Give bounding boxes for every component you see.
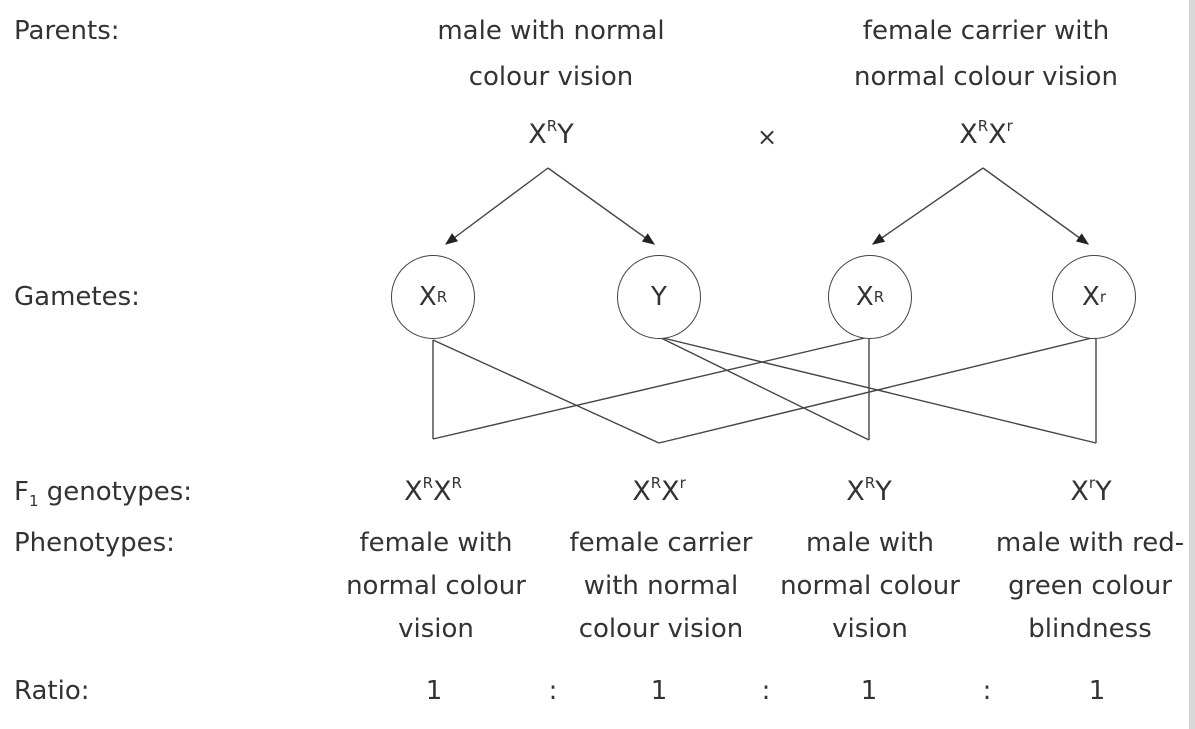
f1-subscript: 1 xyxy=(28,492,39,511)
arrow-male-to-gamete-1 xyxy=(444,167,549,245)
ratio-separator-3: : xyxy=(982,676,992,706)
path-g3-to-offspring-1 xyxy=(432,336,870,440)
label-gametes: Gametes: xyxy=(14,282,140,312)
ratio-value-4: 1 xyxy=(1088,676,1106,706)
parent-male-genotype: XRY xyxy=(528,117,574,151)
ratio-value-1: 1 xyxy=(425,676,443,706)
ratio-separator-1: : xyxy=(548,676,558,706)
parent-female-genotype: XRXr xyxy=(959,117,1013,151)
gamete-2: Y xyxy=(617,255,701,339)
scan-edge-shadow xyxy=(1189,0,1195,729)
f1-rest: genotypes: xyxy=(38,477,193,507)
path-g1-to-offspring-2 xyxy=(432,339,660,444)
label-f1-genotypes: F1 genotypes: xyxy=(14,471,192,513)
label-ratio: Ratio: xyxy=(14,676,90,706)
f1-letter: F xyxy=(14,477,29,507)
arrow-female-to-gamete-3 xyxy=(871,167,984,245)
offspring-3-genotype: XRY xyxy=(846,474,892,508)
ratio-value-2: 1 xyxy=(650,676,668,706)
ratio-separator-2: : xyxy=(761,676,771,706)
cross-symbol: × xyxy=(756,123,778,151)
arrow-female-to-gamete-4 xyxy=(982,167,1090,245)
offspring-2-genotype: XRXr xyxy=(632,474,686,508)
offspring-1-genotype: XRXR xyxy=(404,474,462,508)
path-g2-to-offspring-3 xyxy=(658,336,870,441)
label-parents: Parents: xyxy=(14,16,120,46)
label-phenotypes: Phenotypes: xyxy=(14,528,175,558)
arrow-male-to-gamete-2 xyxy=(547,167,656,245)
ratio-value-3: 1 xyxy=(860,676,878,706)
path-g4-to-offspring-2 xyxy=(658,336,1097,444)
offspring-4-genotype: XrY xyxy=(1070,474,1112,508)
